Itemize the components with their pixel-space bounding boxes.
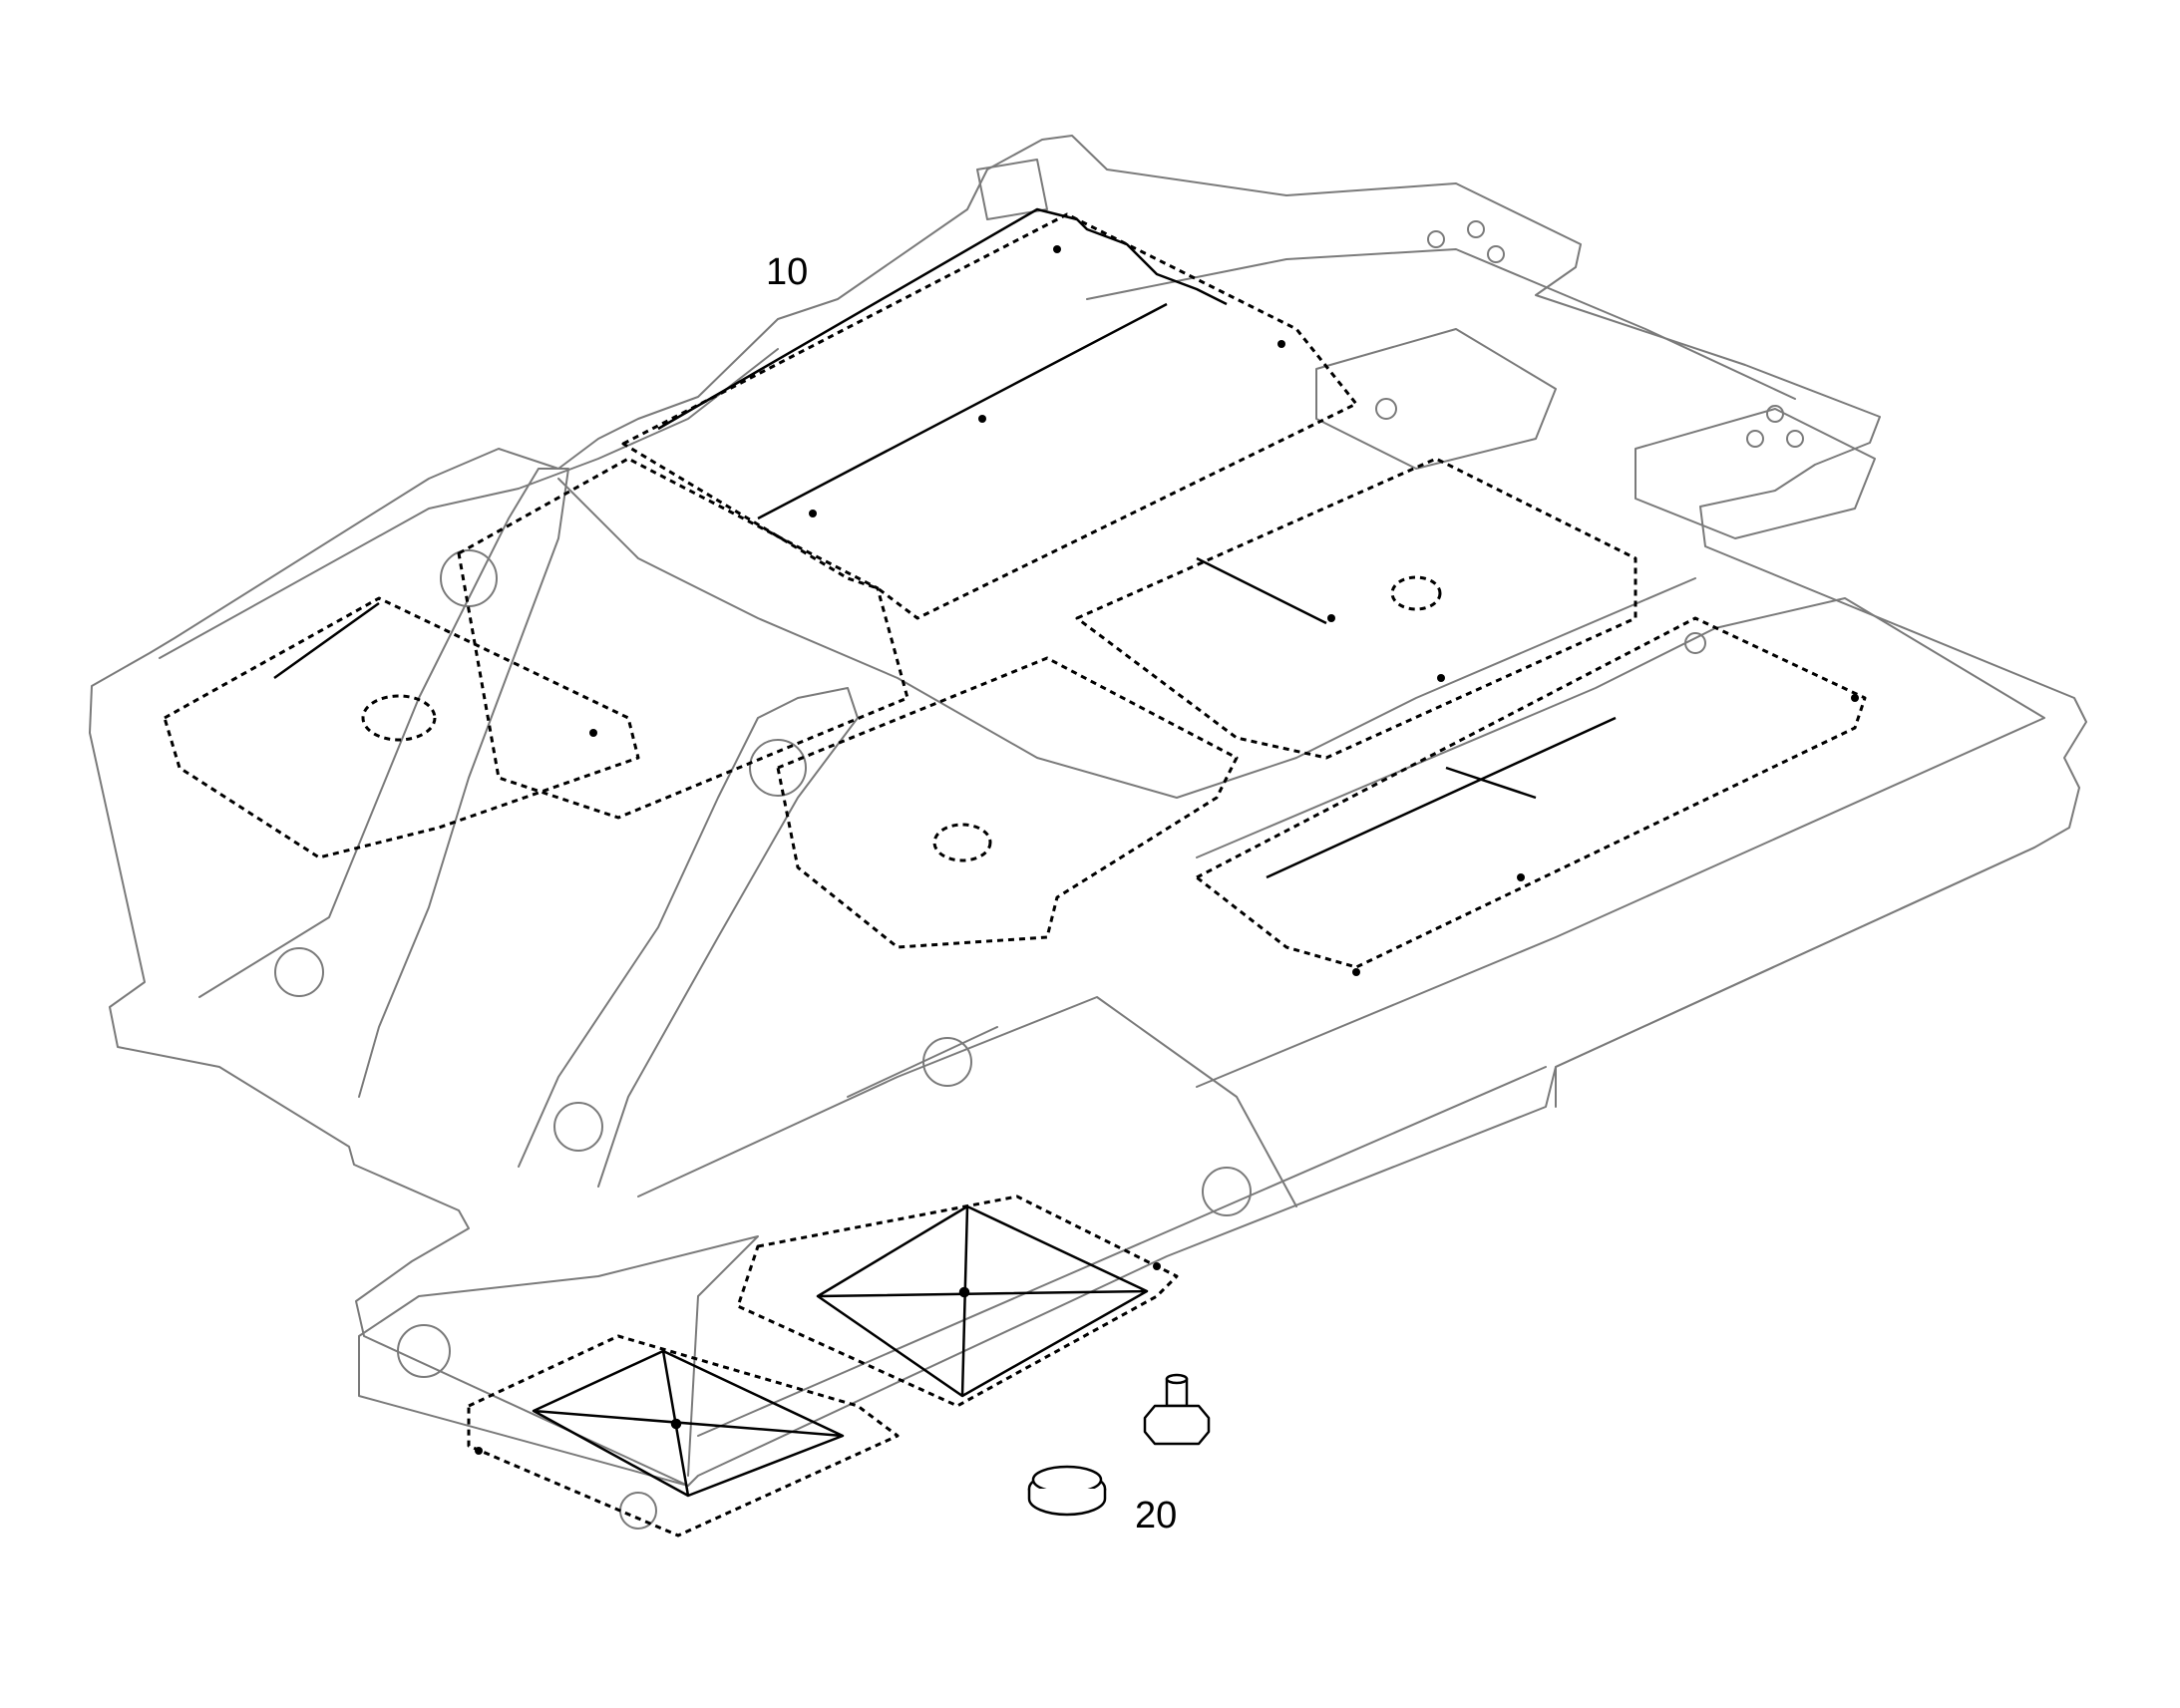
- panel-bolt: [978, 415, 986, 423]
- frame-inner-rail-right: [1086, 248, 1796, 400]
- panel-bolt: [809, 510, 817, 517]
- frame-inner-rail-left: [159, 348, 779, 659]
- inspection-cover-center: [670, 1418, 682, 1430]
- boom-pin-hole: [553, 1102, 603, 1152]
- panel-bolt: [1327, 614, 1335, 622]
- frame-front-box: [358, 1235, 759, 1487]
- panel-bolt: [1153, 1262, 1161, 1270]
- mount-hole: [1766, 405, 1784, 423]
- inspection-cover-x: [816, 1204, 1149, 1398]
- cover-panel-outline: [1195, 616, 1867, 969]
- frame-floor-plate: [1196, 597, 2045, 1088]
- grommet-side: [1027, 1489, 1107, 1517]
- panel-bolt: [1277, 340, 1285, 348]
- frame-hole: [1375, 398, 1397, 420]
- cover-panel-outline: [467, 1334, 900, 1537]
- boom-pin-hole: [749, 739, 807, 797]
- swing-hole: [397, 1324, 451, 1378]
- boom-pin-hole: [440, 549, 498, 607]
- side-cover-seam: [273, 601, 1617, 879]
- access-hole-outline: [361, 694, 437, 742]
- panel-bolt: [1517, 873, 1525, 881]
- flange-bolt-head: [1143, 1404, 1211, 1446]
- panel-bolt: [1352, 968, 1360, 976]
- frame-outline: [89, 135, 2087, 1487]
- mount-hole: [1467, 220, 1485, 238]
- cover-panel-outline: [1075, 457, 1637, 760]
- panel-bolt: [1053, 245, 1061, 253]
- boom-bracket-left: [198, 468, 569, 1098]
- front-mount-plate-right-2: [1635, 408, 1876, 539]
- top-cover-edge: [657, 207, 1228, 431]
- panel-bolt: [1437, 674, 1445, 682]
- center-beam: [557, 478, 1696, 799]
- panel-bolt: [589, 729, 597, 737]
- panel-bolt: [475, 1447, 483, 1455]
- mount-hole: [1746, 430, 1764, 448]
- cover-panel-outline: [457, 457, 909, 820]
- front-mount-plate-right: [1315, 328, 1557, 470]
- access-hole-outline: [932, 823, 992, 862]
- boom-pin-hole: [274, 947, 324, 997]
- mount-hole: [1487, 245, 1505, 263]
- top-cover-seam: [757, 302, 1327, 625]
- cover-panel-outline: [736, 1195, 1179, 1408]
- frame-side-rail: [697, 847, 2035, 1437]
- boom-bracket-right: [518, 687, 859, 1188]
- cover-panel-outline: [776, 656, 1239, 949]
- swing-hole: [1202, 1167, 1252, 1216]
- cover-panel-outline: [621, 212, 1358, 620]
- callout-label-20: 20: [1135, 1495, 1178, 1537]
- frame-hole: [1684, 632, 1706, 654]
- bolt-top: [1165, 1373, 1189, 1385]
- swing-hole: [922, 1037, 972, 1087]
- callout-label-10: 10: [766, 251, 809, 293]
- inspection-cover-center: [958, 1286, 970, 1298]
- panel-bolt: [1851, 694, 1859, 702]
- access-hole-outline: [1390, 575, 1442, 611]
- top-plate-left: [976, 159, 1048, 220]
- mount-hole: [1786, 430, 1804, 448]
- cover-panel-outline: [163, 596, 640, 859]
- mount-hole: [1427, 230, 1445, 248]
- frame-lower-deck: [637, 996, 1297, 1207]
